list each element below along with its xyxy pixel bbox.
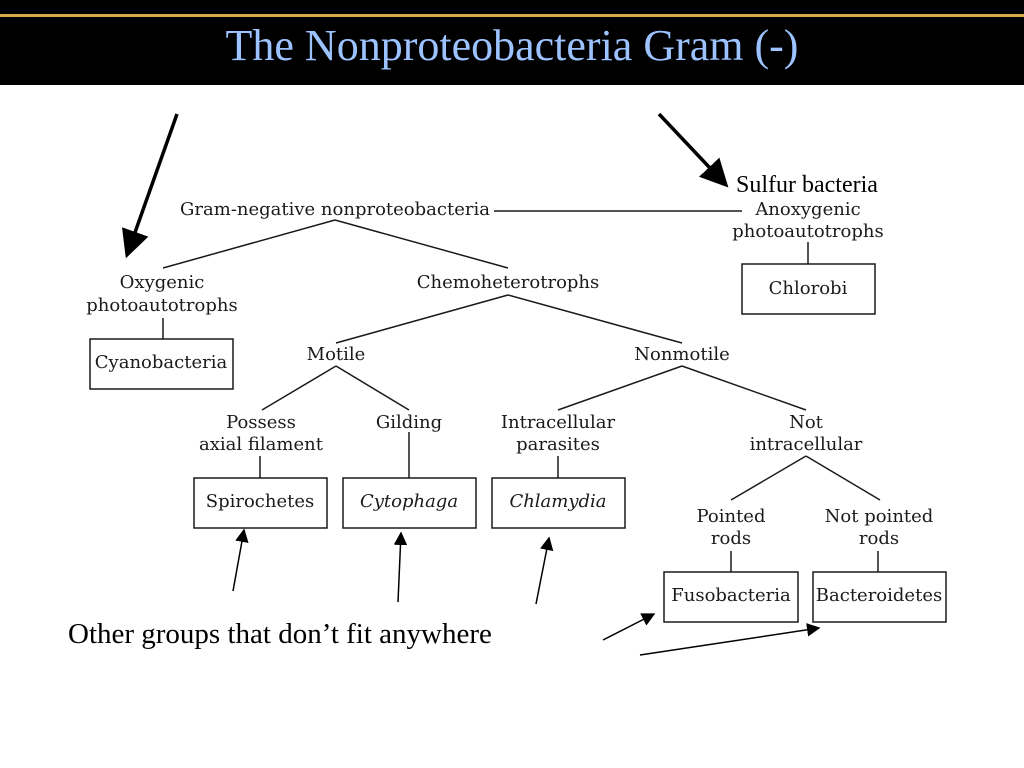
connector-notintracellular-notpointed [805,455,881,501]
node-pointed-line1: Pointed [697,506,766,527]
node-chemoheterotrophs: Chemoheterotrophs [417,272,600,293]
label-cytophaga: Cytophaga [360,491,458,512]
node-notpointed-line2: rods [859,528,899,549]
connector-nonmotile-intracellular [557,365,683,411]
slide-title: The Nonproteobacteria Gram (-) [225,21,799,70]
connector-motile-axial [261,365,337,411]
connector-motile-gliding [335,365,410,411]
node-axial-line2: axial filament [199,434,324,455]
node-nonmotile: Nonmotile [634,344,729,365]
arrow-to-oxygenic [121,113,179,259]
node-pointed-line2: rods [711,528,751,549]
label-cyanobacteria: Cyanobacteria [95,352,228,373]
node-anoxygenic-line2: photoautotrophs [732,221,883,242]
box-chlorobi [741,263,876,315]
arrow-to-bacteroidetes [639,623,821,656]
sulfur-bacteria-note: Sulfur bacteria [736,172,878,198]
node-gliding: Gilding [376,412,442,433]
node-notintracellular-line1: Not [789,412,824,433]
arrow-to-sulfur-bacteria [657,112,729,188]
title-bar: The Nonproteobacteria Gram (-) [0,0,1024,85]
connector-root-chemo [334,219,509,269]
title-rule [0,14,1024,17]
node-anoxygenic-line1: Anoxygenic [754,199,860,220]
arrow-to-cytophaga [393,531,408,603]
other-groups-note: Other groups that don’t fit anywhere [68,618,492,650]
connector-notintracellular-pointed [730,455,807,501]
box-cyanobacteria [89,338,234,390]
tree-connectors [162,210,881,572]
arrow-to-fusobacteria [602,613,656,641]
box-chlamydia [491,477,626,529]
label-chlamydia: Chlamydia [509,491,606,512]
connector-root-oxygenic [162,219,336,269]
label-chlorobi: Chlorobi [769,278,848,299]
label-bacteroidetes: Bacteroidetes [816,585,942,606]
node-notintracellular-line2: intracellular [750,434,863,455]
node-axial-line1: Possess [226,412,296,433]
box-fusobacteria [663,571,799,623]
node-motile: Motile [307,344,366,365]
label-fusobacteria: Fusobacteria [671,585,791,606]
node-notpointed-line1: Not pointed [825,506,934,527]
node-root: Gram-negative nonproteobacteria [180,199,490,220]
node-oxygenic-line2: photoautotrophs [86,295,237,316]
connector-chemo-motile [335,294,509,344]
node-oxygenic-line1: Oxygenic [120,272,205,293]
connector-nonmotile-notintracellular [681,365,807,411]
connector-chemo-nonmotile [507,294,683,344]
node-intracellular-line1: Intracellular [501,412,616,433]
box-bacteroidetes [812,571,947,623]
label-spirochetes: Spirochetes [206,491,315,512]
box-spirochetes [193,477,328,529]
box-cytophaga [342,477,477,529]
node-intracellular-line2: parasites [516,434,600,455]
arrow-to-spirochetes [232,528,249,592]
arrow-to-chlamydia [535,536,554,605]
